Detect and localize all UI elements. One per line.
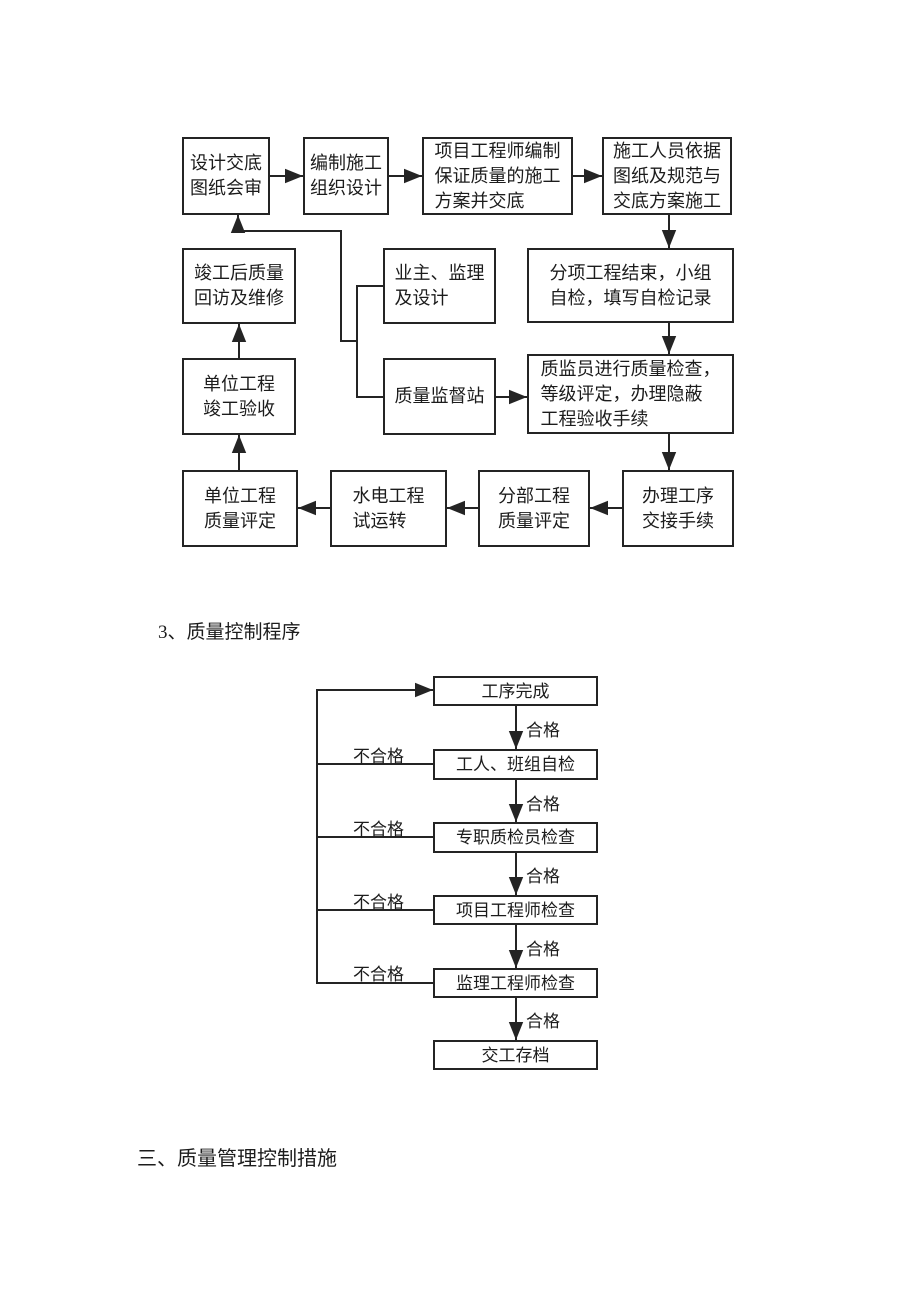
pass-label-4: 合格: [526, 940, 560, 959]
fc1-box-inspector-check-label: 质监员进行质量检查， 等级评定，办理隐蔽 工程验收手续: [540, 358, 721, 429]
pass-label-5: 合格: [526, 1012, 560, 1031]
fc1-box-post-completion-visit-label: 竣工后质量 回访及维修: [194, 263, 284, 308]
fc1-box-design-review: 设计交底 图纸会审: [182, 137, 270, 215]
pass-label-1: 合格: [526, 721, 560, 740]
fail-label-2: 不合格: [353, 820, 404, 839]
fc1-box-construct-per-drawings: 施工人员依据 图纸及规范与 交底方案施工: [602, 137, 732, 215]
fc1-box-unit-quality-assessment: 单位工程 质量评定: [182, 470, 298, 547]
fc1-box-subitem-self-check: 分项工程结束，小组 自检，填写自检记录: [527, 248, 734, 323]
fc2-box-worker-team-self-check-label: 工人、班组自检: [456, 755, 575, 774]
fc1-box-inspector-check: 质监员进行质量检查， 等级评定，办理隐蔽 工程验收手续: [527, 354, 734, 434]
fc2-box-process-complete-label: 工序完成: [481, 681, 550, 701]
fc1-box-owner-supervision-design: 业主、监理 及设计: [383, 248, 496, 324]
fc1-box-unit-completion-acceptance: 单位工程 竣工验收: [182, 358, 296, 435]
feedback-to-design-review: [230, 215, 357, 342]
bracket-owner-station: [356, 285, 383, 398]
fc1-box-design-review-label: 设计交底 图纸会审: [190, 153, 262, 198]
fc2-box-process-complete: 工序完成: [433, 676, 598, 706]
fc1-box-mep-trial-run: 水电工程 试运转: [330, 470, 447, 547]
heading-quality-management-measures: 三、质量管理控制措施: [137, 1148, 337, 1170]
fc1-box-engineer-plan: 项目工程师编制 保证质量的施工 方案并交底: [422, 137, 573, 215]
fc1-box-division-quality-assessment: 分部工程 质量评定: [478, 470, 590, 547]
heading-quality-control-procedure: 3、质量控制程序: [158, 622, 301, 643]
fc2-box-qc-inspector-check-label: 专职质检员检查: [456, 828, 575, 847]
fc1-box-process-handover-label: 办理工序 交接手续: [642, 485, 714, 531]
fc1-box-subitem-self-check-label: 分项工程结束，小组 自检，填写自检记录: [549, 262, 712, 308]
fc1-box-construction-org-design-label: 编制施工 组织设计: [310, 153, 382, 198]
fc2-box-project-engineer-check: 项目工程师检查: [433, 895, 598, 925]
fc1-box-construction-org-design: 编制施工 组织设计: [303, 137, 389, 215]
fc1-box-engineer-plan-label: 项目工程师编制 保证质量的施工 方案并交底: [434, 140, 561, 211]
fc2-box-handover-archive-label: 交工存档: [481, 1045, 550, 1065]
pass-label-2: 合格: [526, 795, 560, 814]
fc2-box-qc-inspector-check: 专职质检员检查: [433, 822, 598, 853]
fc2-box-project-engineer-check-label: 项目工程师检查: [456, 900, 575, 920]
fc2-box-supervision-engineer-check-label: 监理工程师检查: [456, 973, 575, 993]
fc1-box-construct-per-drawings-label: 施工人员依据 图纸及规范与 交底方案施工: [613, 140, 721, 211]
fc1-box-unit-quality-assessment-label: 单位工程 质量评定: [204, 485, 276, 531]
fc2-box-worker-team-self-check: 工人、班组自检: [433, 749, 598, 780]
fail-label-3: 不合格: [353, 893, 404, 912]
fail-label-1: 不合格: [353, 747, 404, 766]
fc2-box-handover-archive: 交工存档: [433, 1040, 598, 1070]
fc1-box-process-handover: 办理工序 交接手续: [622, 470, 734, 547]
fc1-box-unit-completion-acceptance-label: 单位工程 竣工验收: [203, 373, 275, 419]
fc1-box-owner-supervision-design-label: 业主、监理 及设计: [394, 263, 485, 308]
fc1-box-quality-supervision-station-label: 质量监督站: [394, 386, 485, 406]
fc1-box-post-completion-visit: 竣工后质量 回访及维修: [182, 248, 296, 324]
fc2-box-supervision-engineer-check: 监理工程师检查: [433, 968, 598, 998]
fc1-box-quality-supervision-station: 质量监督站: [383, 358, 496, 435]
fail-label-4: 不合格: [353, 965, 404, 984]
fc1-box-division-quality-assessment-label: 分部工程 质量评定: [498, 485, 570, 531]
fc1-box-mep-trial-run-label: 水电工程 试运转: [352, 485, 425, 531]
pass-label-3: 合格: [526, 867, 560, 886]
